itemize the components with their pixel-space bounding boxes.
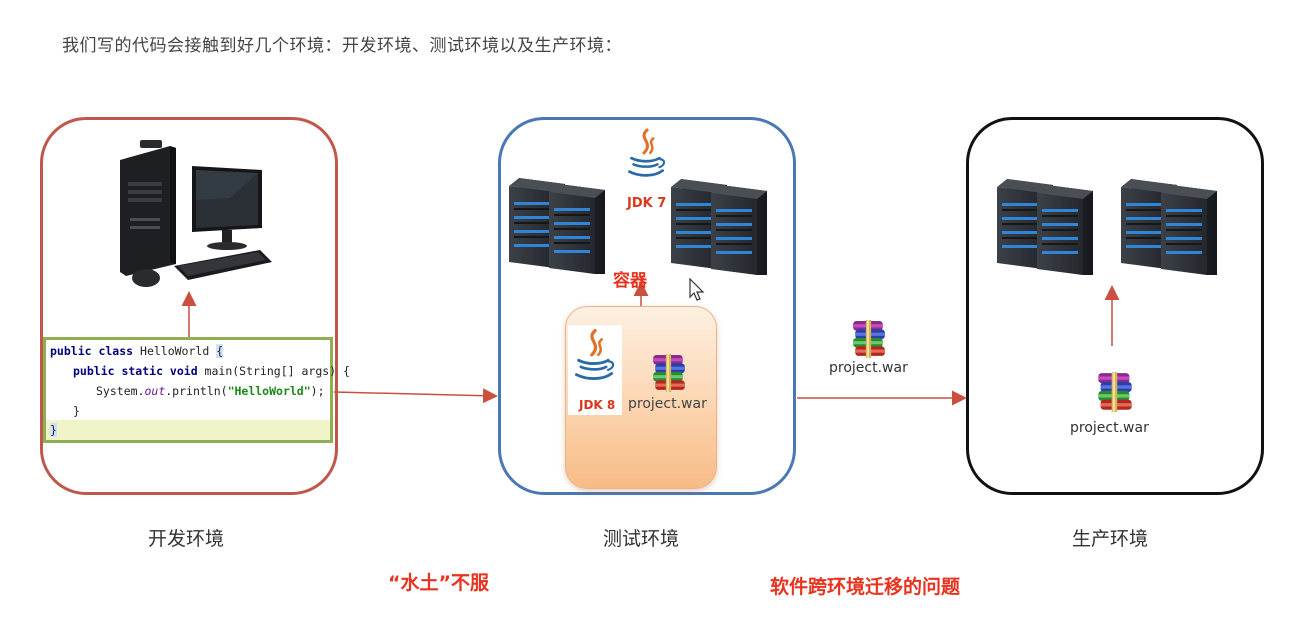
arrow-dev-to-test — [333, 388, 498, 404]
code-snippet: public class HelloWorld { public static … — [43, 337, 350, 443]
code-method: main(String[] args) { — [197, 364, 350, 378]
code-string: "HelloWorld" — [227, 384, 311, 398]
server-icon — [1120, 175, 1222, 275]
dev-environment-box — [40, 117, 338, 495]
code-keyword: public class — [50, 344, 134, 358]
prod-environment-box — [966, 117, 1264, 495]
jdk-version-label: JDK 8 — [579, 398, 616, 412]
dev-environment-label: 开发环境 — [147, 528, 224, 550]
code-field: out — [144, 384, 166, 398]
winrar-archive-icon — [653, 354, 685, 392]
code-text: .println( — [165, 384, 228, 398]
server-icon — [508, 174, 610, 274]
code-class-name: HelloWorld — [133, 344, 217, 358]
server-icon — [670, 175, 772, 275]
winrar-archive-icon — [853, 320, 885, 358]
code-text: ); — [310, 384, 325, 398]
code-text: System. — [96, 384, 145, 398]
war-file-label: project.war — [628, 396, 707, 412]
code-close-brace: } — [73, 404, 80, 418]
winrar-archive-icon — [1098, 372, 1132, 412]
intro-text: 我们写的代码会接触到好几个环境：开发环境、测试环境以及生产环境： — [62, 36, 622, 56]
war-file-label: project.war — [829, 360, 908, 376]
java-logo-icon — [627, 128, 666, 177]
code-close-brace: } — [50, 423, 57, 437]
test-environment-box — [498, 117, 796, 495]
code-keyword: public static void — [73, 364, 198, 378]
java-logo-icon — [574, 328, 615, 381]
server-icon — [996, 175, 1098, 275]
prod-environment-label: 生产环境 — [1071, 528, 1148, 550]
cursor-icon — [689, 278, 705, 301]
container-label: 容器 — [613, 271, 647, 291]
war-file-label: project.war — [1070, 420, 1149, 436]
jdk-version-label: JDK 7 — [627, 196, 667, 211]
code-brace: { — [216, 344, 224, 358]
desktop-computer-icon — [120, 140, 272, 287]
incompatibility-note: “水土”不服 — [388, 572, 489, 594]
migration-problem-note: 软件跨环境迁移的问题 — [770, 576, 961, 598]
test-environment-label: 测试环境 — [602, 528, 679, 550]
